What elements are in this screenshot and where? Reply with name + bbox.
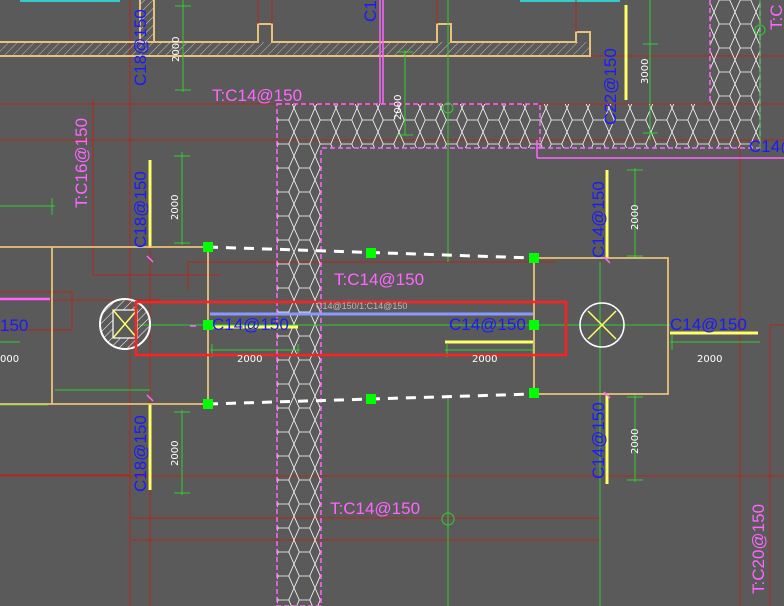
dim-2000-right-bot: 2000 [630, 429, 641, 454]
label-t-c14-mid: T:C14@150 [334, 270, 424, 289]
label-t-c20: T:C20@150 [749, 504, 768, 594]
dim-2000-mid-top: 2000 [393, 95, 404, 120]
dim-2000-top: 2000 [171, 37, 182, 62]
grip-handle[interactable] [529, 388, 539, 398]
dim-000-left: 000 [0, 354, 19, 365]
dim-2000-center-right: 2000 [472, 354, 497, 365]
label-c18-left-bot: C18@150 [131, 415, 150, 492]
label-c14-right-top: C14@150 [589, 181, 608, 258]
grip-handle[interactable] [366, 394, 376, 404]
label-c22: C22@150 [601, 48, 620, 125]
grip-handle[interactable] [529, 320, 539, 330]
label-c14-center-left: C14@150 [212, 315, 289, 334]
grip-handle[interactable] [203, 399, 213, 409]
top-edge-segments [20, 0, 620, 32]
grip-handles[interactable] [203, 242, 539, 409]
label-t-c16: T:C16@150 [72, 118, 91, 208]
label-c14-right-bot: C14@150 [589, 402, 608, 479]
dim-2000-left-bot: 2000 [170, 441, 181, 466]
green-dimension-lines [0, 0, 766, 606]
grip-handle[interactable] [529, 253, 539, 263]
dim-2000-center-left: 2000 [237, 354, 262, 365]
yellow-rebars [148, 5, 758, 490]
magenta-lines [0, 0, 784, 301]
label-c18-left-mid: C18@150 [131, 171, 150, 248]
grip-handle[interactable] [366, 248, 376, 258]
label-t-c-topright: T:C [767, 5, 784, 31]
label-c18-top: C18@150 [131, 9, 150, 86]
label-t-c14-top: T:C14@150 [212, 86, 302, 105]
dim-2000-far-right: 2000 [697, 354, 722, 365]
label-c1-top: C1 [361, 0, 380, 22]
label-150-left: 150 [0, 316, 28, 335]
column-left[interactable] [99, 298, 151, 350]
column-right[interactable] [579, 302, 625, 348]
grip-handle[interactable] [203, 242, 213, 252]
top-beam [0, 0, 591, 57]
dim-2000-left-mid: 2000 [170, 195, 181, 220]
dim-2000-right-top: 2000 [630, 205, 641, 230]
label-c14-edge-right: C14@ [749, 137, 784, 156]
selection-box[interactable] [134, 300, 568, 357]
label-t-c14-bottom: T:C14@150 [330, 499, 420, 518]
arrow-ticks [146, 255, 611, 402]
grip-handle[interactable] [203, 320, 213, 330]
label-c14-center-right: C14@150 [449, 315, 526, 334]
dim-3000: 3000 [640, 59, 651, 84]
small-note-label: C14@150/1:C14@150 [316, 301, 407, 311]
label-c14-far-right: C14@150 [670, 315, 747, 334]
